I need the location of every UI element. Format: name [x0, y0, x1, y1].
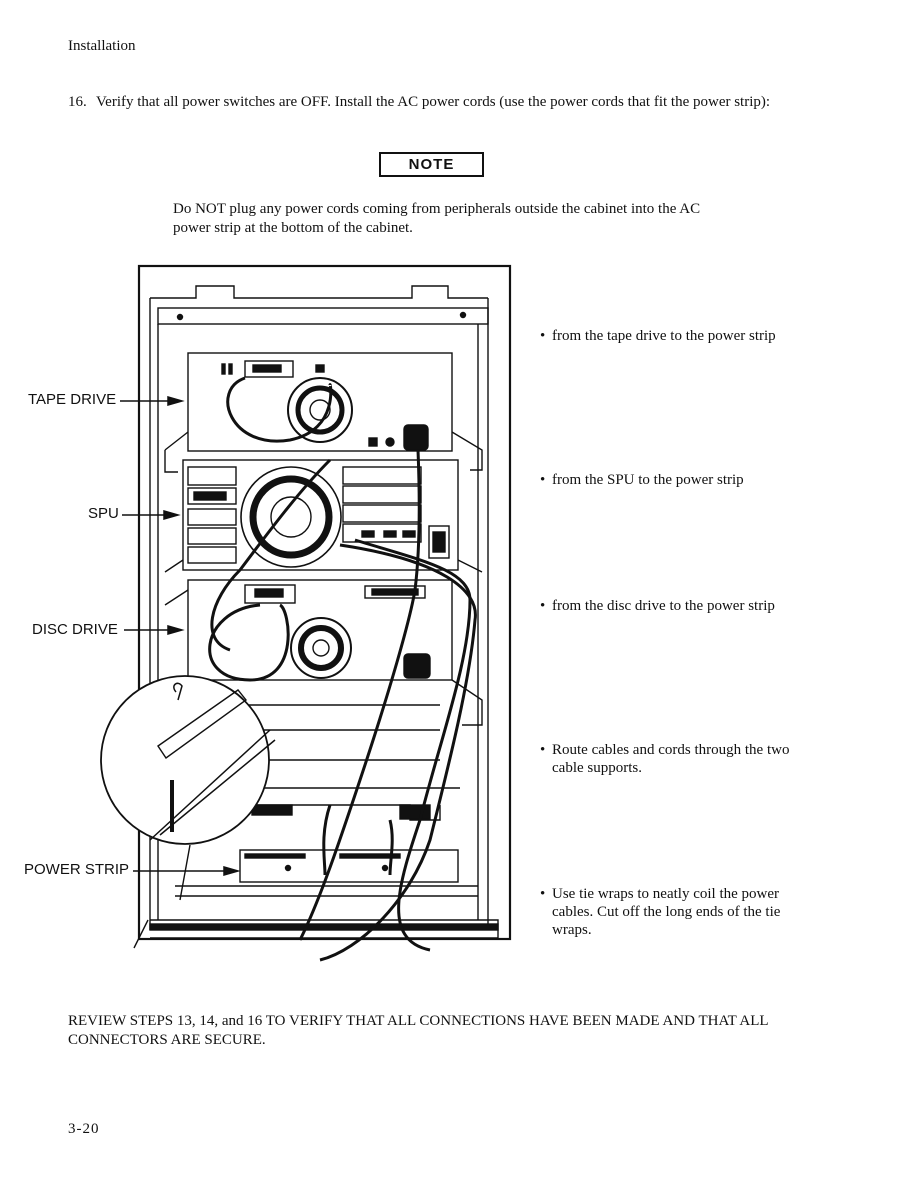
callout-disc-drive: DISC DRIVE — [32, 621, 118, 638]
cabinet-illustration — [100, 264, 512, 962]
bullet-text: Route cables and cords through the two c… — [552, 742, 790, 776]
note-text: Do NOT plug any power cords coming from … — [173, 201, 701, 236]
callout-arrows — [120, 396, 241, 876]
bullet-dot: • — [540, 742, 546, 758]
cabinet-figure: TAPE DRIVE SPU DISC DRIVE POWER STRIP • … — [0, 260, 918, 970]
callout-power-strip: POWER STRIP — [24, 861, 130, 878]
power-cables — [208, 376, 477, 962]
review-instruction: REVIEW STEPS 13, 14, and 16 TO VERIFY TH… — [68, 1013, 769, 1048]
callout-spu: SPU — [88, 505, 119, 522]
callout-tape-drive: TAPE DRIVE — [28, 391, 117, 408]
bullet-dot: • — [540, 886, 546, 902]
bullet-text: Use tie wraps to neatly coil the power c… — [552, 886, 781, 938]
step-text: Verify that all power switches are OFF. … — [96, 94, 771, 110]
note-label-box: NOTE — [379, 152, 484, 177]
tape-drive — [164, 352, 483, 473]
bullet-text: from the tape drive to the power strip — [552, 328, 776, 344]
cable-support-inset — [100, 675, 276, 949]
spu — [164, 459, 483, 573]
bullet-text: from the SPU to the power strip — [552, 472, 744, 488]
page-number: 3-20 — [68, 1121, 100, 1137]
bullet-dot: • — [540, 328, 546, 344]
cabinet-outline — [137, 264, 512, 941]
note-label: NOTE — [408, 156, 455, 173]
section-header: Installation — [68, 38, 136, 54]
step-number: 16. — [68, 94, 87, 110]
bullet-text: from the disc drive to the power strip — [552, 598, 775, 614]
bullet-dot: • — [540, 472, 546, 488]
bullet-dot: • — [540, 598, 546, 614]
disc-drive — [164, 579, 483, 726]
